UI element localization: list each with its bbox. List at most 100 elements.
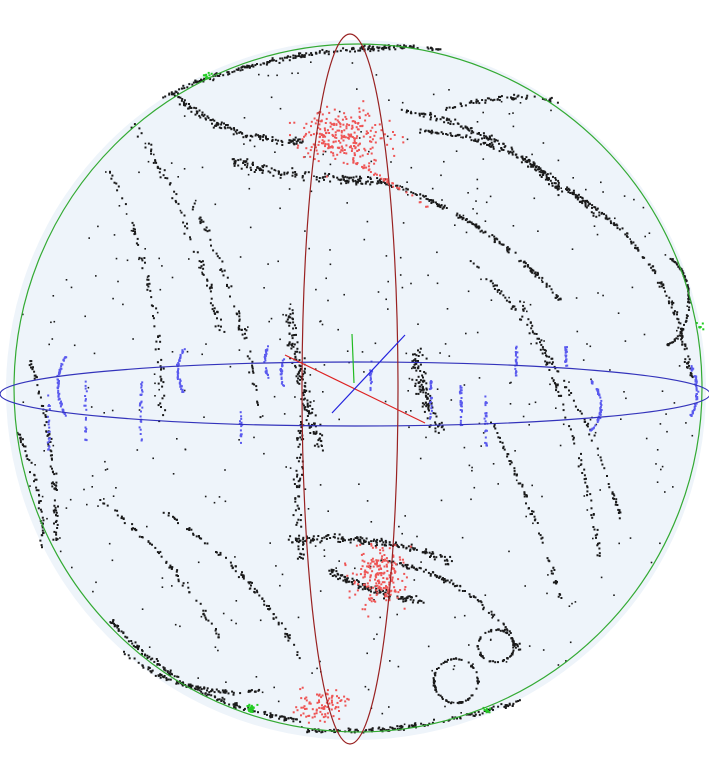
point [583,420,586,423]
point [429,417,431,420]
point [686,285,689,288]
point [318,140,321,143]
point [364,685,367,688]
point [494,661,497,664]
point [547,574,549,576]
point [307,715,310,717]
point [302,54,305,57]
point [48,440,51,443]
point [565,188,567,191]
point [477,138,480,141]
point [497,483,499,485]
point [440,421,443,424]
point [515,479,518,482]
point [573,442,576,445]
point [323,706,326,708]
point [52,538,55,541]
point [493,425,496,428]
point [690,366,693,369]
point [204,609,207,612]
point [409,548,412,551]
point [405,576,408,579]
point [381,727,384,730]
point [179,209,182,212]
point [210,690,212,693]
point [380,559,383,562]
point [55,511,58,514]
point [326,712,329,715]
point [212,79,215,82]
point [152,161,155,164]
point [618,228,621,231]
point [196,251,199,254]
point [300,714,302,717]
point [487,710,489,712]
point [373,591,376,594]
point [56,523,59,526]
point [97,225,99,228]
point [116,509,119,512]
point [683,348,686,351]
point [484,436,487,439]
point [138,258,140,261]
point [426,417,429,420]
point [386,181,389,184]
point [563,379,566,382]
point [247,706,250,709]
point [435,415,438,418]
point [419,131,422,134]
point [251,370,254,373]
point [290,140,293,143]
point [461,536,464,539]
point [167,514,170,517]
point [308,247,310,250]
point [542,649,545,651]
point [431,721,434,724]
point [26,458,29,460]
point [476,682,479,685]
point [48,445,51,448]
point [572,436,575,439]
point [388,599,391,602]
point [507,150,510,153]
point [142,666,145,669]
point [46,415,49,418]
point [358,483,360,485]
point [591,206,593,209]
point [538,337,540,340]
point [140,410,142,413]
point [380,588,383,591]
point [514,308,517,311]
point [173,517,176,520]
point [675,262,678,265]
point [307,412,310,415]
point [295,142,298,145]
point [370,543,373,545]
point [333,574,336,577]
point [385,557,388,560]
point [402,561,405,564]
point [461,136,464,139]
point [419,457,422,460]
point [344,704,347,707]
point [148,667,151,669]
point [566,364,569,367]
point [526,94,529,97]
point [249,710,252,713]
point [506,246,509,249]
point [506,248,509,251]
point [140,384,143,387]
point [581,472,584,474]
point [508,702,511,705]
point [300,553,303,556]
point [521,483,524,486]
point [695,322,698,324]
point [526,159,529,162]
point [304,367,306,370]
point [256,703,259,706]
point [597,454,599,456]
point [450,134,453,137]
point [355,579,358,582]
